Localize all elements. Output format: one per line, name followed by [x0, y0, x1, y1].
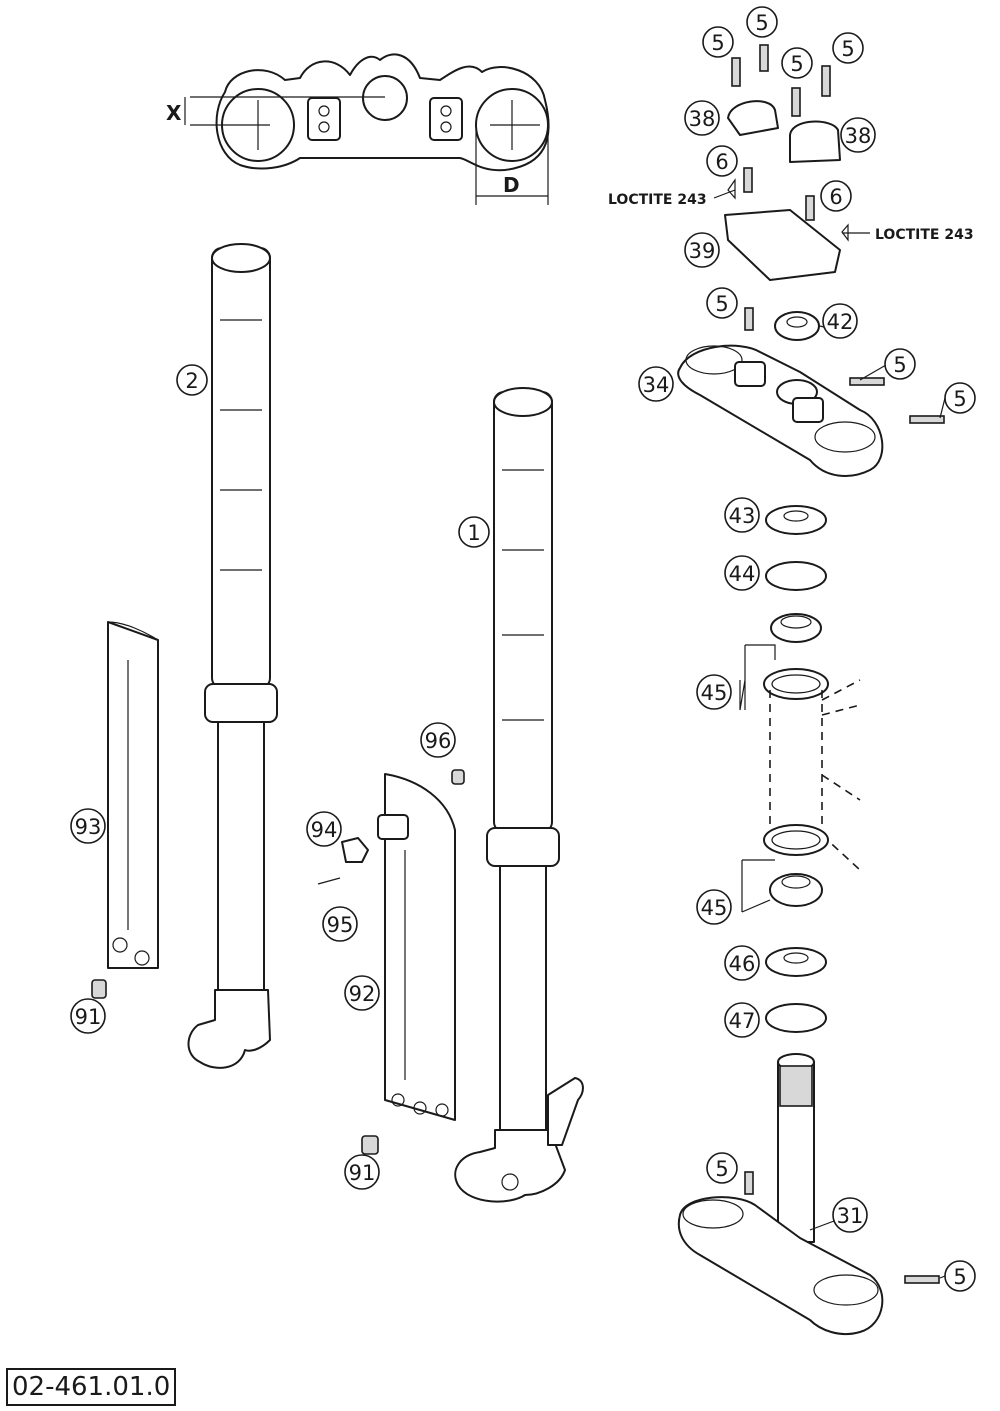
callout-45: 45 — [696, 674, 732, 710]
callout-6: 6 — [820, 180, 852, 212]
callout-34: 34 — [638, 366, 674, 402]
callout-label: 2 — [185, 369, 198, 393]
callout-5: 5 — [706, 287, 738, 319]
callout-2: 2 — [176, 364, 208, 396]
callout-label: 34 — [643, 373, 670, 397]
callout-91: 91 — [344, 1154, 380, 1190]
dimension-d-label: D — [503, 173, 520, 197]
callout-label: 5 — [953, 1265, 966, 1289]
upper-triple-clamp — [677, 307, 945, 477]
callout-label: 92 — [349, 982, 376, 1006]
callout-label: 45 — [701, 896, 728, 920]
callout-label: 43 — [729, 504, 756, 528]
callout-label: 39 — [689, 239, 716, 263]
callout-label: 5 — [711, 31, 724, 55]
callout-label: 94 — [311, 818, 338, 842]
fork-leg-right — [454, 387, 584, 1203]
callout-44: 44 — [724, 555, 760, 591]
callout-96: 96 — [420, 722, 456, 758]
callout-93: 93 — [70, 808, 106, 844]
loctite-note-left: LOCTITE 243 — [608, 192, 707, 208]
callout-label: 5 — [841, 37, 854, 61]
loctite-note-right: LOCTITE 243 — [875, 227, 974, 243]
callout-6: 6 — [706, 145, 738, 177]
callout-label: 5 — [715, 1157, 728, 1181]
callout-label: 46 — [729, 952, 756, 976]
callout-5: 5 — [781, 47, 813, 79]
callout-label: 6 — [715, 150, 728, 174]
callout-label: 95 — [327, 913, 354, 937]
callout-label: 44 — [729, 562, 756, 586]
callout-1: 1 — [458, 516, 490, 548]
callout-39: 39 — [684, 232, 720, 268]
callout-42: 42 — [822, 303, 858, 339]
fork-guard-93 — [107, 621, 159, 969]
callout-45: 45 — [696, 889, 732, 925]
lower-triple-clamp — [677, 1053, 940, 1336]
callout-5: 5 — [944, 1260, 976, 1292]
callout-label: 5 — [755, 11, 768, 35]
callout-label: 38 — [689, 107, 716, 131]
callout-47: 47 — [724, 1002, 760, 1038]
callout-label: 45 — [701, 681, 728, 705]
dimension-x-label: X — [166, 101, 182, 125]
callout-label: 6 — [829, 185, 842, 209]
callout-43: 43 — [724, 497, 760, 533]
callout-label: 5 — [790, 52, 803, 76]
small-hardware — [91, 769, 465, 1155]
callout-5: 5 — [884, 348, 916, 380]
fork-leg-left — [187, 243, 278, 1069]
callout-label: 47 — [729, 1009, 756, 1033]
callout-94: 94 — [306, 811, 342, 847]
callouts: 5555383866395425345434445454647531521939… — [70, 6, 976, 1292]
leader-lines — [713, 189, 946, 1279]
callout-label: 91 — [349, 1161, 376, 1185]
callout-label: 42 — [827, 310, 854, 334]
callout-38: 38 — [684, 100, 720, 136]
callout-92: 92 — [344, 975, 380, 1011]
callout-label: 91 — [75, 1005, 102, 1029]
steering-bearing-stack — [763, 505, 861, 1033]
callout-5: 5 — [702, 26, 734, 58]
callout-label: 5 — [953, 387, 966, 411]
callout-5: 5 — [944, 382, 976, 414]
fork-guard-92 — [384, 773, 456, 1121]
handlebar-clamp-hardware — [724, 44, 849, 281]
callout-label: 93 — [75, 815, 102, 839]
callout-5: 5 — [706, 1152, 738, 1184]
triple-clamp-dimension-sketch: X D — [166, 53, 550, 205]
callout-label: 5 — [715, 292, 728, 316]
callout-46: 46 — [724, 945, 760, 981]
callout-95: 95 — [322, 906, 358, 942]
callout-label: 31 — [837, 1204, 864, 1228]
callout-label: 38 — [845, 124, 872, 148]
callout-label: 5 — [893, 353, 906, 377]
callout-38: 38 — [840, 117, 876, 153]
callout-5: 5 — [746, 6, 778, 38]
callout-31: 31 — [832, 1197, 868, 1233]
callout-label: 1 — [467, 521, 480, 545]
diagram-id: 02-461.01.0 — [6, 1368, 177, 1406]
callout-label: 96 — [425, 729, 452, 753]
callout-91: 91 — [70, 998, 106, 1034]
callout-5: 5 — [832, 32, 864, 64]
